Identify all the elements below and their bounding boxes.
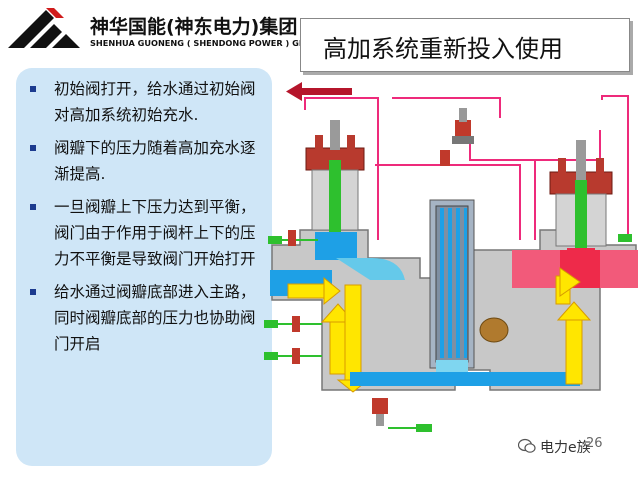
- right-valve-assembly: [549, 140, 613, 268]
- logo-chinese-name: 神华国能(神东电力)集团: [90, 16, 298, 38]
- hand-valves: [264, 234, 632, 432]
- bullet-text: 阀瓣下的压力随着高加充水逐渐提高.: [54, 139, 256, 183]
- diaphragm-accumulator: [479, 317, 509, 343]
- logo-english-name: SHENHUA GUONENG ( SHENDONG POWER ) GROUP: [90, 38, 325, 48]
- bullet-square-icon: [30, 86, 36, 92]
- wechat-icon: [518, 438, 536, 453]
- text-panel: 初始阀打开，给水通过初始阀对高加系统初始充水. 阀瓣下的压力随着高加充水逐渐提高…: [16, 68, 272, 466]
- slide-title-box: 高加系统重新投入使用: [300, 18, 630, 72]
- bullet-item: 给水通过阀瓣底部进入主路，同时阀瓣底部的压力也协助阀门开启: [24, 279, 262, 357]
- control-pipe-lines: [304, 95, 629, 240]
- bullet-square-icon: [30, 289, 36, 295]
- bullet-list: 初始阀打开，给水通过初始阀对高加系统初始充水. 阀瓣下的压力随着高加充水逐渐提高…: [24, 76, 262, 364]
- company-logo: 神华国能(神东电力)集团 SHENHUA GUONENG ( SHENDONG …: [4, 4, 325, 50]
- bullet-square-icon: [30, 204, 36, 210]
- bullet-text: 给水通过阀瓣底部进入主路，同时阀瓣底部的压力也协助阀门开启: [54, 283, 256, 353]
- heat-exchanger: [429, 199, 475, 378]
- left-valve-assembly: [305, 120, 365, 260]
- left-chamber: [336, 258, 405, 280]
- pilot-valve-top: [452, 108, 474, 144]
- slide-title: 高加系统重新投入使用: [323, 35, 563, 63]
- bullet-item: 阀瓣下的压力随着高加充水逐渐提高.: [24, 135, 262, 187]
- bullet-item: 初始阀打开，给水通过初始阀对高加系统初始充水.: [24, 76, 262, 128]
- bullet-square-icon: [30, 145, 36, 151]
- hand-valve-handles: [288, 230, 300, 364]
- pilot-valve-bottom: [372, 398, 388, 426]
- shenhua-logo-icon: [8, 8, 80, 48]
- watermark-text: 电力e族: [540, 440, 591, 456]
- page-number: 26: [586, 436, 603, 451]
- right-flow-arrows: [555, 267, 592, 385]
- bullet-text: 初始阀打开，给水通过初始阀对高加系统初始充水.: [54, 80, 256, 124]
- valve-system-diagram: [264, 82, 638, 432]
- bullet-text: 一旦阀瓣上下压力达到平衡，阀门由于作用于阀杆上下的压力不平衡是导致阀门开始打开: [54, 198, 256, 268]
- bottom-water-channel: [350, 372, 580, 386]
- bullet-item: 一旦阀瓣上下压力达到平衡，阀门由于作用于阀杆上下的压力不平衡是导致阀门开始打开: [24, 194, 262, 272]
- pilot-valve-middle: [440, 150, 450, 166]
- return-flow-arrow: [286, 82, 352, 101]
